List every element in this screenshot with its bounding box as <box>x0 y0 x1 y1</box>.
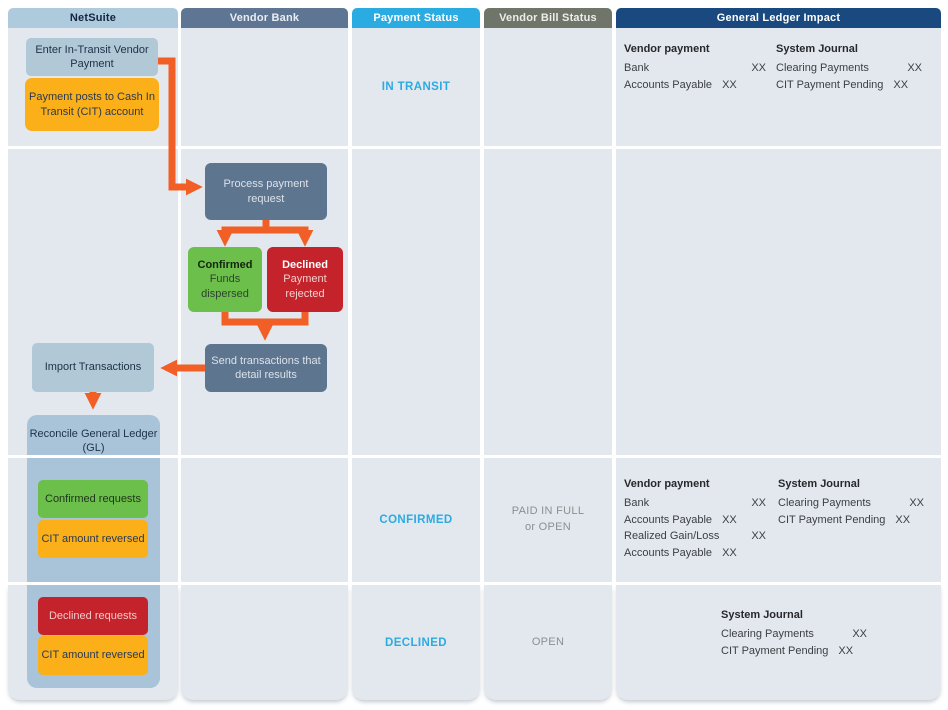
bill-status-paid-in-full: PAID IN FULL or OPEN <box>512 504 584 536</box>
ledger-title: System Journal <box>721 609 803 621</box>
confirmed-subtitle: Funds dispersed <box>201 273 249 300</box>
bill-status-line-2: or OPEN <box>524 521 572 533</box>
column-header-vendor-bank: Vendor Bank <box>181 8 348 28</box>
confirmed-funds-dispersed-box: Confirmed Funds dispersed <box>188 247 262 312</box>
gl-row-processing <box>616 149 941 455</box>
ledger-vendor-payment-in-transit: Vendor payment Bank XX Accounts Payable … <box>624 42 766 93</box>
declined-requests-box: Declined requests <box>38 597 148 635</box>
ledger-entry: Clearing Payments XX <box>776 62 922 74</box>
reconcile-band: Reconcile General Ledger (GL) Confirmed … <box>27 415 160 688</box>
row-divider <box>8 582 178 585</box>
payment-status-row-3: CONFIRMED <box>352 458 480 582</box>
ledger-entry: Clearing Payments XX <box>778 497 924 509</box>
vendor-bill-row-1 <box>484 28 612 146</box>
vendor-bank-row-declined <box>181 585 348 700</box>
cit-reversed-declined-box: CIT amount reversed <box>38 636 148 675</box>
ledger-entry: Accounts Payable XX <box>624 546 737 559</box>
ledger-title: System Journal <box>776 43 858 55</box>
ledger-entry: Bank XX <box>624 62 766 74</box>
netsuite-row-processing <box>8 149 178 455</box>
process-payment-request-box: Process payment request <box>205 163 327 220</box>
column-header-vendor-bill-status: Vendor Bill Status <box>484 8 612 28</box>
ledger-entry: Accounts Payable XX <box>624 78 737 91</box>
ledger-entry: CIT Payment Pending XX <box>778 513 911 526</box>
status-in-transit: IN TRANSIT <box>381 81 451 93</box>
send-transactions-box: Send transactions that detail results <box>205 344 327 392</box>
declined-payment-rejected-box: Declined Payment rejected <box>267 247 343 312</box>
ledger-system-journal-confirmed: System Journal Clearing Payments XX CIT … <box>778 477 924 528</box>
payment-status-row-4: DECLINED <box>352 585 480 700</box>
status-confirmed: CONFIRMED <box>379 514 453 526</box>
column-general-ledger-impact: General Ledger Impact Vendor payment Ban… <box>616 8 941 700</box>
vendor-bill-row-4: OPEN <box>484 585 612 700</box>
cit-reversed-confirmed-box: CIT amount reversed <box>38 520 148 558</box>
vendor-bank-row-in-transit <box>181 28 348 146</box>
confirmed-requests-box: Confirmed requests <box>38 480 148 518</box>
bill-status-open: OPEN <box>531 635 565 648</box>
payment-status-row-2 <box>352 149 480 455</box>
reconcile-gl-box: Reconcile General Ledger (GL) <box>29 427 158 454</box>
ledger-entry: Clearing Payments XX <box>721 628 867 640</box>
payment-posts-cit-box: Payment posts to Cash In Transit (CIT) a… <box>25 78 159 131</box>
ledger-entry: Realized Gain/Loss XX <box>624 530 766 542</box>
ledger-system-journal-declined: System Journal Clearing Payments XX CIT … <box>721 608 867 659</box>
confirmed-title: Confirmed <box>197 259 253 272</box>
ledger-entry: Bank XX <box>624 497 766 509</box>
ledger-entry: Accounts Payable XX <box>624 513 737 526</box>
row-divider <box>8 455 178 458</box>
enter-in-transit-payment-box: Enter In-Transit Vendor Payment <box>26 38 158 76</box>
vendor-bill-row-3: PAID IN FULL or OPEN <box>484 458 612 582</box>
column-header-general-ledger-impact: General Ledger Impact <box>616 8 941 28</box>
ledger-title: System Journal <box>778 478 860 490</box>
gl-row-declined: System Journal Clearing Payments XX CIT … <box>616 585 941 700</box>
payment-status-row-1: IN TRANSIT <box>352 28 480 146</box>
vendor-bank-row-confirmed <box>181 458 348 582</box>
bill-status-line-1: PAID IN FULL <box>511 505 585 518</box>
ledger-vendor-payment-confirmed: Vendor payment Bank XX Accounts Payable … <box>624 477 766 561</box>
import-transactions-box: Import Transactions <box>32 343 154 392</box>
ledger-entry: CIT Payment Pending XX <box>721 644 854 657</box>
column-vendor-bill-status: Vendor Bill Status PAID IN FULL or OPEN … <box>484 8 612 700</box>
gl-row-confirmed: Vendor payment Bank XX Accounts Payable … <box>616 458 941 582</box>
ledger-title: Vendor payment <box>624 43 710 55</box>
ledger-system-journal-in-transit: System Journal Clearing Payments XX CIT … <box>776 42 922 93</box>
column-header-netsuite: NetSuite <box>8 8 178 28</box>
column-payment-status: Payment Status IN TRANSIT CONFIRMED DECL… <box>352 8 480 700</box>
status-declined: DECLINED <box>385 636 447 649</box>
ledger-entry: CIT Payment Pending XX <box>776 78 909 91</box>
gl-row-in-transit: Vendor payment Bank XX Accounts Payable … <box>616 28 941 146</box>
ledger-title: Vendor payment <box>624 478 710 490</box>
declined-subtitle: Payment rejected <box>283 273 327 300</box>
declined-title: Declined <box>282 259 328 272</box>
vendor-bill-row-2 <box>484 149 612 455</box>
column-header-payment-status: Payment Status <box>352 8 480 28</box>
